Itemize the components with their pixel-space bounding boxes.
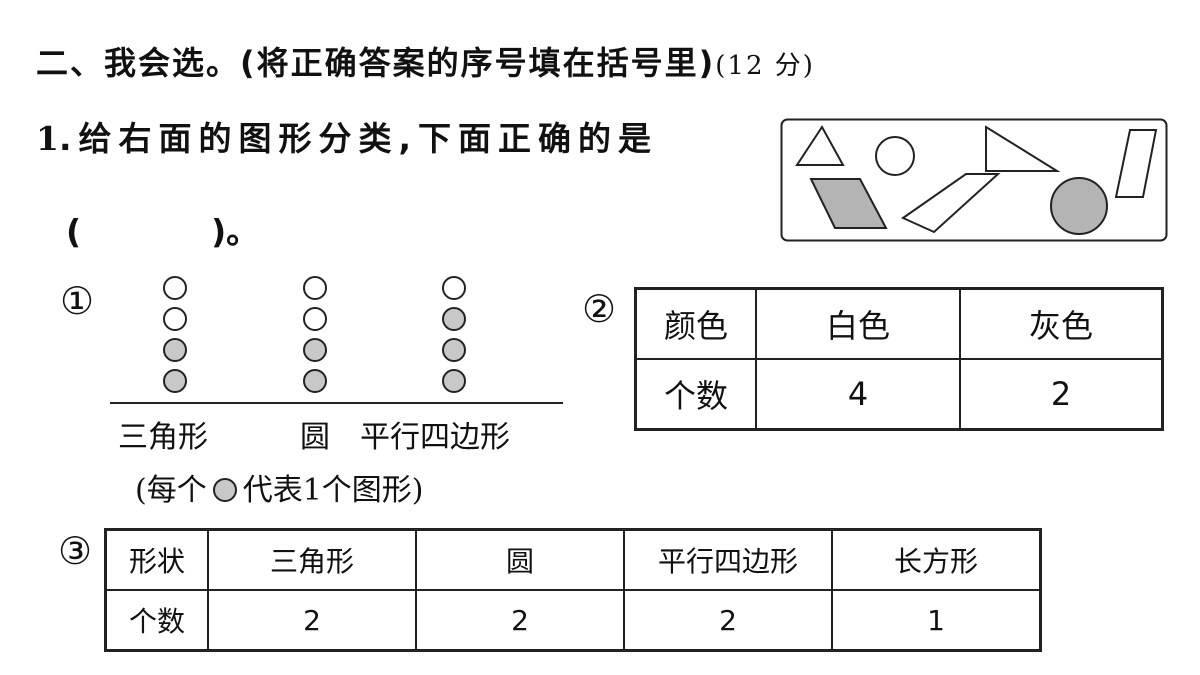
pictograph-label-parallelogram: 平行四边形 — [360, 420, 510, 455]
shape-triangle-2 — [985, 125, 1061, 172]
section-points: (12 分) — [715, 51, 815, 81]
question-number: 1 — [36, 119, 59, 158]
shape-parallelogram-narrow — [1114, 129, 1158, 198]
table-cell: 灰色 — [959, 287, 1164, 360]
legend-suffix: 代表1个图形) — [242, 473, 424, 508]
pictograph-circle — [163, 369, 187, 393]
pictograph-circle — [303, 338, 327, 362]
option-1-pictograph — [110, 276, 563, 404]
pictograph-circle — [303, 276, 327, 300]
table-header-row: 形状 三角形 圆 平行四边形 长方形 — [104, 528, 1042, 591]
answer-parentheses: ( )。 — [66, 205, 259, 253]
pictograph-legend: (每个代表1个图形) — [135, 465, 424, 509]
pictograph-circle — [442, 276, 466, 300]
pictograph-circle — [163, 276, 187, 300]
option-3-marker[interactable]: ③ — [58, 529, 93, 573]
table-cell: 颜色 — [634, 287, 757, 360]
pictograph-columns — [163, 276, 466, 393]
table-cell: 1 — [831, 589, 1042, 652]
option-2-table: 颜色 白色 灰色 个数 4 2 — [634, 287, 1164, 431]
question-prompt: .给右面的图形分类,下面正确的是 — [58, 119, 659, 158]
question-text: 1.给右面的图形分类,下面正确的是 — [36, 112, 658, 160]
pictograph-circle — [163, 338, 187, 362]
shape-parallelogram-gray — [809, 178, 888, 229]
table-header-row: 颜色 白色 灰色 — [634, 287, 1164, 360]
option-2-marker[interactable]: ② — [582, 287, 617, 331]
answer-close: )。 — [211, 212, 260, 251]
table-cell: 形状 — [104, 528, 209, 591]
pictograph-label-triangle: 三角形 — [118, 420, 208, 455]
shape-circle-gray — [1050, 177, 1108, 235]
shape-parallelogram-slanted — [900, 173, 1001, 234]
pictograph-circle — [303, 369, 327, 393]
shape-set-figure — [780, 118, 1168, 242]
table-cell: 白色 — [755, 287, 961, 360]
table-cell: 4 — [755, 358, 961, 431]
pictograph-label-circle: 圆 — [300, 420, 330, 455]
pictograph-circle — [442, 338, 466, 362]
legend-prefix: (每个 — [135, 473, 207, 508]
table-cell: 2 — [623, 589, 833, 652]
table-cell: 个数 — [634, 358, 757, 431]
pictograph-circle — [303, 307, 327, 331]
table-cell: 2 — [415, 589, 625, 652]
option-1-marker[interactable]: ① — [60, 279, 95, 323]
table-cell: 平行四边形 — [623, 528, 833, 591]
shape-set-frame — [780, 118, 1168, 242]
legend-circle-icon — [212, 478, 237, 502]
table-row: 个数 4 2 — [634, 358, 1164, 431]
table-cell: 圆 — [415, 528, 625, 591]
pictograph-circle — [442, 369, 466, 393]
shape-triangle-1 — [795, 125, 845, 166]
pictograph-circle — [163, 307, 187, 331]
table-cell: 个数 — [104, 589, 209, 652]
table-row: 个数 2 2 2 1 — [104, 589, 1042, 652]
table-cell: 三角形 — [207, 528, 417, 591]
option-3-table: 形状 三角形 圆 平行四边形 长方形 个数 2 2 2 1 — [104, 528, 1042, 652]
section-heading: 二、我会选。(将正确答案的序号填在括号里)(12 分) — [36, 38, 815, 84]
table-cell: 2 — [959, 358, 1164, 431]
answer-open: ( — [66, 212, 82, 251]
table-cell: 2 — [207, 589, 417, 652]
shape-circle-white — [875, 136, 915, 176]
pictograph-circle — [442, 307, 466, 331]
table-cell: 长方形 — [831, 528, 1042, 591]
section-title: 二、我会选。(将正确答案的序号填在括号里) — [36, 44, 716, 82]
